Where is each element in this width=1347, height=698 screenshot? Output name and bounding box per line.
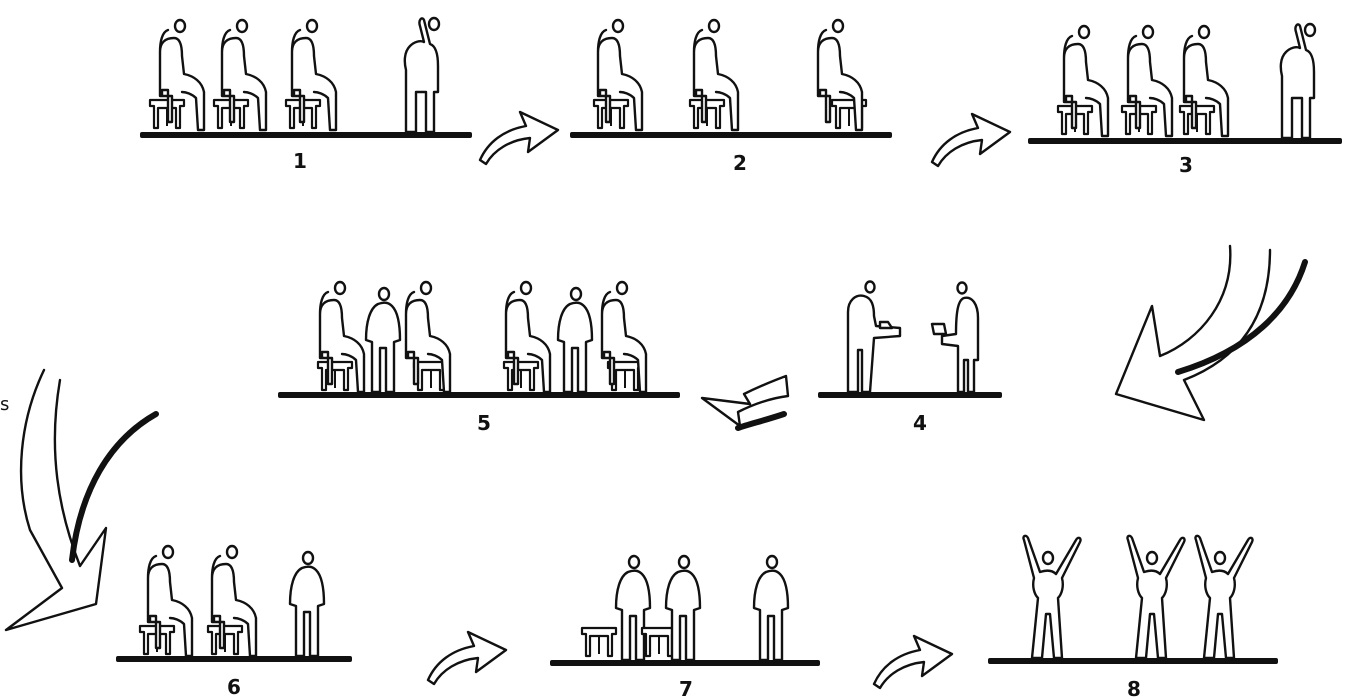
standing-figure: [664, 554, 702, 662]
arrow-5-6: [4, 368, 159, 632]
offering-figure-left: [846, 280, 902, 394]
panel-2: 2: [570, 18, 892, 175]
panel-1-label: 1: [293, 149, 307, 173]
cheering-figure: [1194, 534, 1254, 660]
panel-5-label: 5: [477, 411, 491, 435]
panel-3-label: 3: [1179, 153, 1193, 177]
standing-figure: [364, 286, 402, 394]
chair: [580, 626, 618, 658]
arrow-3-4: [1114, 244, 1308, 422]
offering-figure-right: [930, 281, 980, 394]
chair: [502, 360, 540, 392]
panel-6-label: 6: [227, 675, 241, 698]
arrow-6-7: [426, 630, 508, 686]
panel-4-label: 4: [913, 411, 927, 435]
panel-3: 3: [1028, 22, 1342, 177]
arrow-4-5: [700, 374, 790, 431]
arrow-2-3: [930, 112, 1012, 168]
raising-hand-figure: [1279, 22, 1317, 140]
panel-2-label: 2: [733, 151, 747, 175]
seated-figure: [404, 280, 452, 394]
panel-4: 4: [818, 280, 1002, 435]
panel-1: 1: [140, 16, 472, 173]
arrow-7-8: [872, 634, 954, 690]
panel-5: 5: [278, 280, 680, 435]
panel-7: 7: [550, 554, 820, 698]
standing-figure: [556, 286, 594, 394]
raising-hand-figure: [403, 16, 441, 134]
edge-text-fragment: s: [0, 394, 9, 415]
standing-figure: [752, 554, 790, 662]
panel-7-label: 7: [679, 677, 693, 698]
cheering-figure: [1022, 534, 1082, 660]
cheering-figure: [1126, 534, 1186, 660]
panel-6: 6: [116, 544, 352, 698]
panel-8-label: 8: [1127, 677, 1141, 698]
chair: [316, 360, 354, 392]
panel-8: 8: [988, 534, 1278, 698]
arrow-1-2: [478, 110, 560, 166]
standing-figure: [288, 550, 326, 658]
